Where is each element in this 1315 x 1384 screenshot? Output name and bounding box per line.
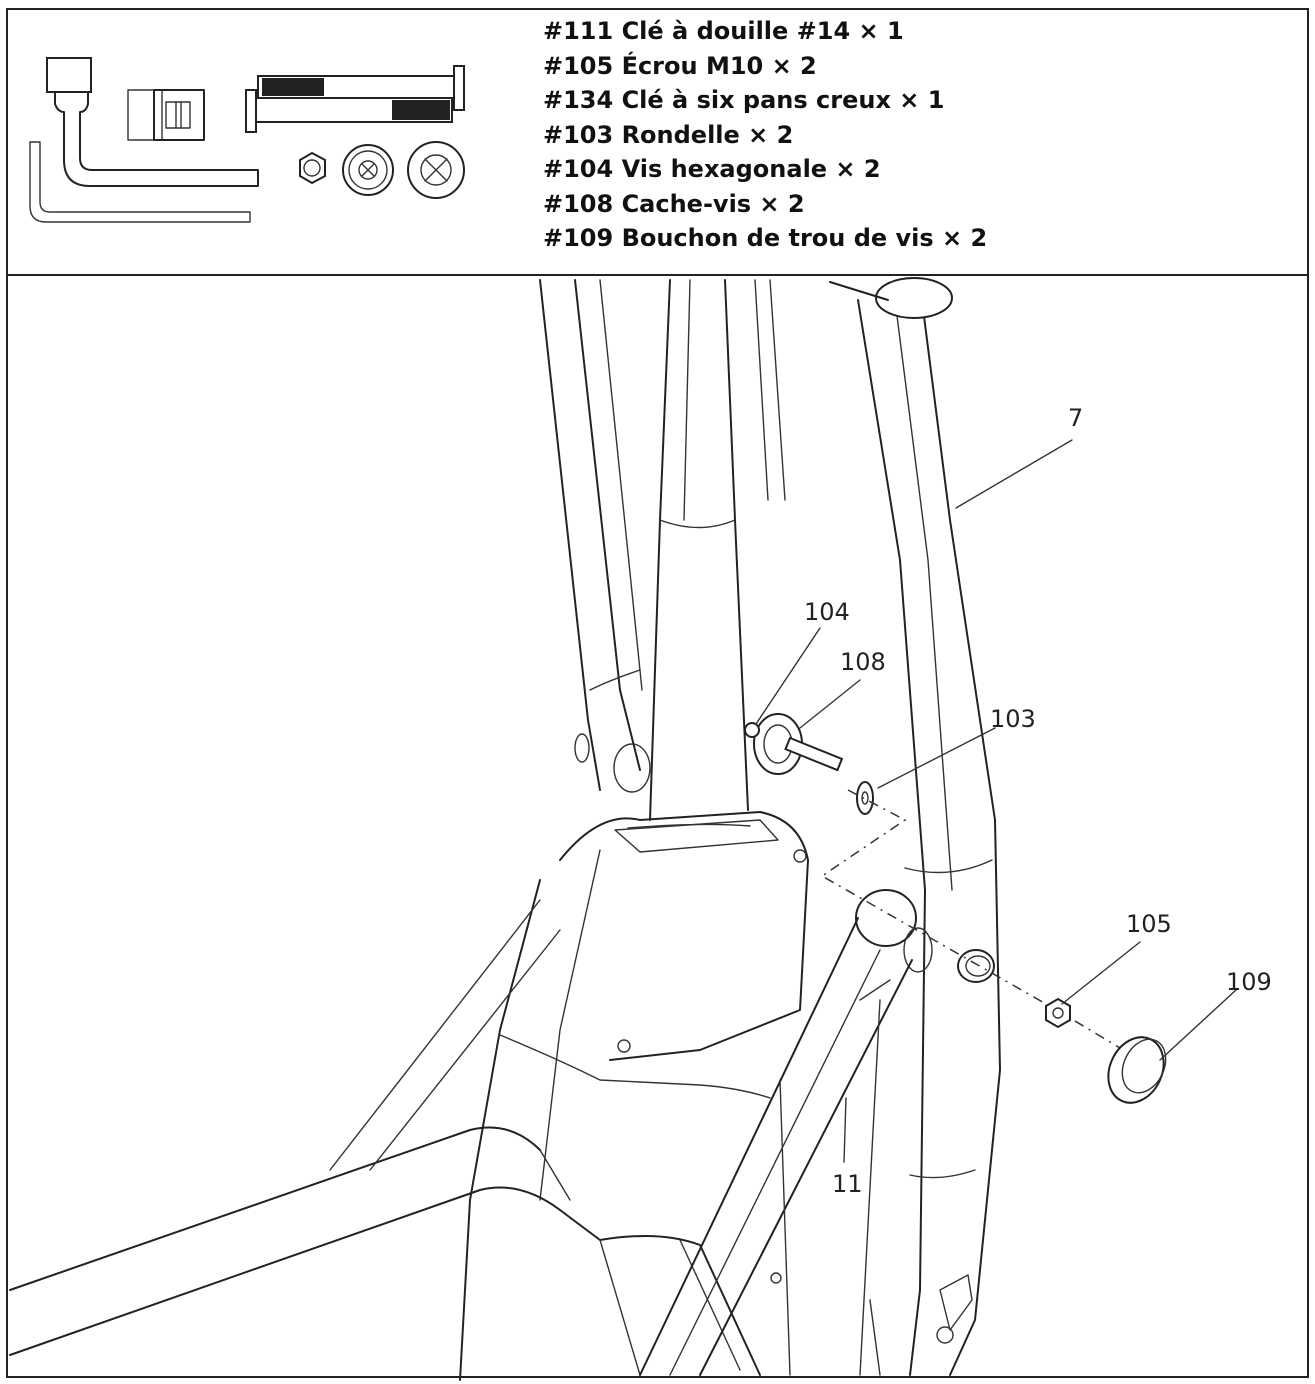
parts-list-item: #109 Bouchon de trou de vis × 2 [543,224,988,252]
screw-cap-icon [407,141,465,199]
parts-list-item: #134 Clé à six pans creux × 1 [543,86,945,114]
socket-wrench-icon [46,57,259,187]
diagram-frame [6,8,1309,1378]
washer-icon [342,144,394,196]
frame-drawing [9,277,1167,1381]
callout-7: 7 [1068,404,1083,432]
callout-105: 105 [1126,910,1172,938]
socket-icon [127,89,205,141]
bolt-icon [245,65,465,133]
callout-leaders [755,439,1237,1163]
callout-109: 109 [1226,968,1272,996]
callout-103: 103 [990,705,1036,733]
parts-list-item: #108 Cache-vis × 2 [543,189,805,218]
parts-list-item: #111 Clé à douille #14 × 1 [543,17,904,45]
hex-key-icon [29,141,251,223]
nut-icon [299,151,326,185]
callout-11: 11 [832,1170,863,1198]
parts-list-item: #105 Écrou M10 × 2 [543,51,817,80]
hardware-header [6,8,1309,276]
parts-list: #111 Clé à douille #14 × 1 #105 Écrou M1… [543,14,987,256]
callout-108: 108 [840,648,886,676]
callout-104: 104 [804,598,850,626]
parts-list-item: #103 Rondelle × 2 [543,120,794,149]
parts-list-item: #104 Vis hexagonale × 2 [543,155,881,183]
